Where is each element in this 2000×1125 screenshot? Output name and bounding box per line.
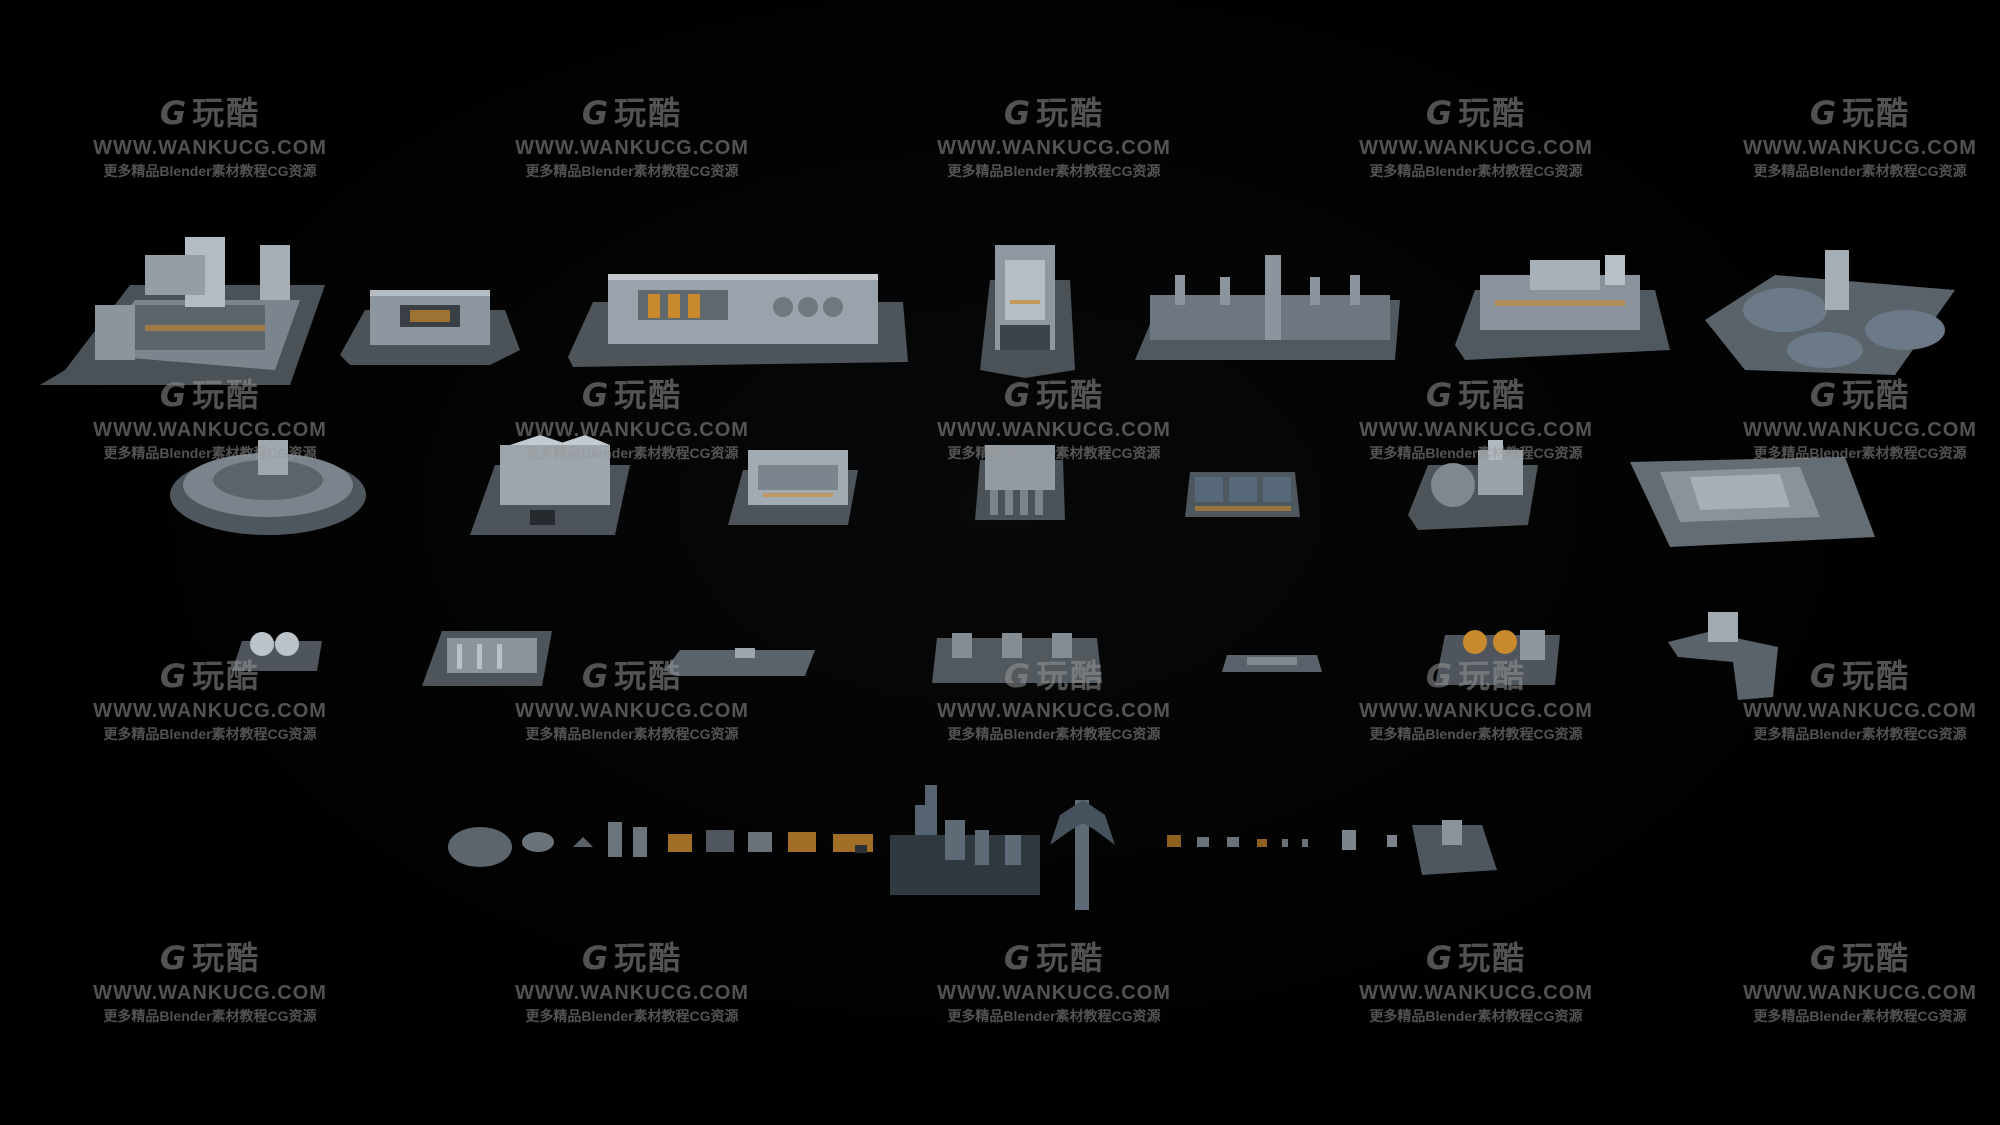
pillar-building bbox=[975, 440, 1065, 525]
tank-pools bbox=[1185, 462, 1300, 522]
watermark-logo-icon: G bbox=[1809, 95, 1839, 132]
watermark-logo-icon: G bbox=[1809, 377, 1839, 414]
watermark-logo-icon: G bbox=[581, 376, 611, 414]
watermark-logo-icon: G bbox=[581, 657, 611, 695]
small-pad bbox=[1222, 652, 1322, 677]
watermark-logo-icon: G bbox=[159, 657, 189, 695]
generator-station bbox=[1408, 440, 1538, 530]
barricade-blocks bbox=[932, 628, 1102, 688]
tower-block bbox=[975, 240, 1075, 380]
watermark-logo-icon: G bbox=[159, 94, 189, 132]
watermark-logo-icon: G bbox=[1425, 376, 1455, 414]
props-row-right bbox=[1162, 815, 1502, 880]
pyramid-hangar bbox=[1630, 452, 1875, 547]
watermark-logo-icon: G bbox=[581, 94, 611, 132]
watermark-logo-icon: G bbox=[1425, 94, 1455, 132]
landing-pad-base bbox=[1705, 250, 1955, 380]
bunker-hangar bbox=[340, 280, 520, 370]
command-center bbox=[1455, 255, 1670, 365]
watermark-logo-icon: G bbox=[1003, 939, 1033, 977]
round-arena bbox=[168, 430, 368, 540]
watermark-logo-icon: G bbox=[1809, 940, 1839, 977]
pipe-plant bbox=[422, 626, 552, 691]
silo-cluster bbox=[1435, 620, 1560, 690]
watermark-logo-icon: G bbox=[159, 939, 189, 977]
props-row-left bbox=[448, 812, 878, 877]
wall-gate bbox=[1135, 255, 1400, 365]
fortress-complex bbox=[35, 225, 325, 395]
roof-factory bbox=[470, 435, 630, 540]
watermark-logo-icon: G bbox=[1003, 94, 1033, 132]
dome-tanks bbox=[232, 626, 322, 676]
long-factory bbox=[568, 262, 908, 372]
l-shaped-outpost bbox=[1668, 612, 1778, 702]
props-row-center bbox=[855, 775, 1135, 915]
watermark-logo-icon: G bbox=[1809, 658, 1839, 695]
flat-platform bbox=[665, 648, 815, 678]
watermark-logo-icon: G bbox=[581, 939, 611, 977]
warehouse-block bbox=[728, 445, 858, 530]
watermark-logo-icon: G bbox=[1003, 376, 1033, 414]
watermark-logo-icon: G bbox=[1425, 939, 1455, 977]
